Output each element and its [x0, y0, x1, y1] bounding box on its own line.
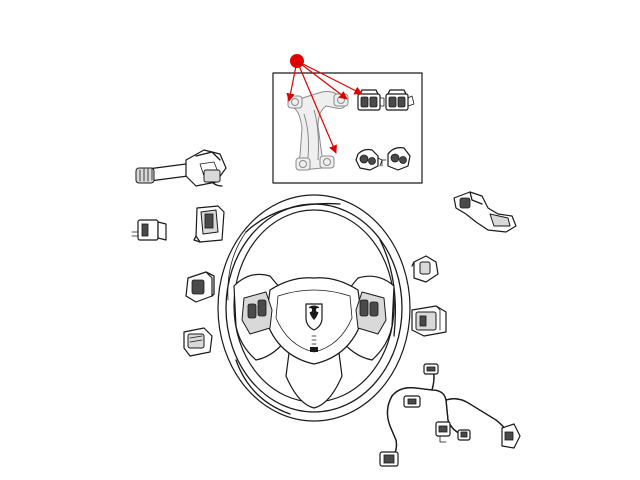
- wheel-right-switch-pod: [355, 291, 387, 335]
- right-switch-block: [411, 305, 447, 337]
- multifunction-switch-stalk: [135, 149, 227, 187]
- harness-connector: [423, 363, 439, 375]
- callout-dot: [290, 54, 304, 68]
- harness-connector: [379, 451, 399, 467]
- harness-connector: [435, 421, 451, 443]
- logo-emblem: [305, 303, 323, 331]
- callout-arrow: [296, 60, 348, 100]
- wheel-left-switch-pod: [241, 291, 273, 335]
- harness-connector: [403, 395, 421, 408]
- switch-module-upper-right: [385, 89, 415, 111]
- connector-switch-left: [131, 219, 167, 241]
- left-switch-upper: [185, 271, 215, 303]
- bezel-switch-ghost: [287, 93, 349, 171]
- left-switch-lower: [183, 327, 213, 357]
- callout-group: [286, 54, 363, 154]
- wiring-harness: [379, 363, 521, 467]
- clip-switch-right: [411, 255, 439, 283]
- steering-wheel: [217, 194, 411, 422]
- detail-inset: [272, 54, 423, 184]
- callout-arrow: [296, 60, 363, 95]
- paddle-switch-upper-right: [453, 191, 517, 233]
- switch-module-lower-left: [355, 148, 383, 171]
- harness-connector: [457, 429, 471, 441]
- switch-module-upper-left: [357, 89, 385, 111]
- harness-connector: [501, 423, 521, 449]
- callout-arrow: [296, 60, 337, 154]
- steering-switch-clip: [193, 205, 225, 243]
- switch-module-lower-right: [381, 147, 411, 171]
